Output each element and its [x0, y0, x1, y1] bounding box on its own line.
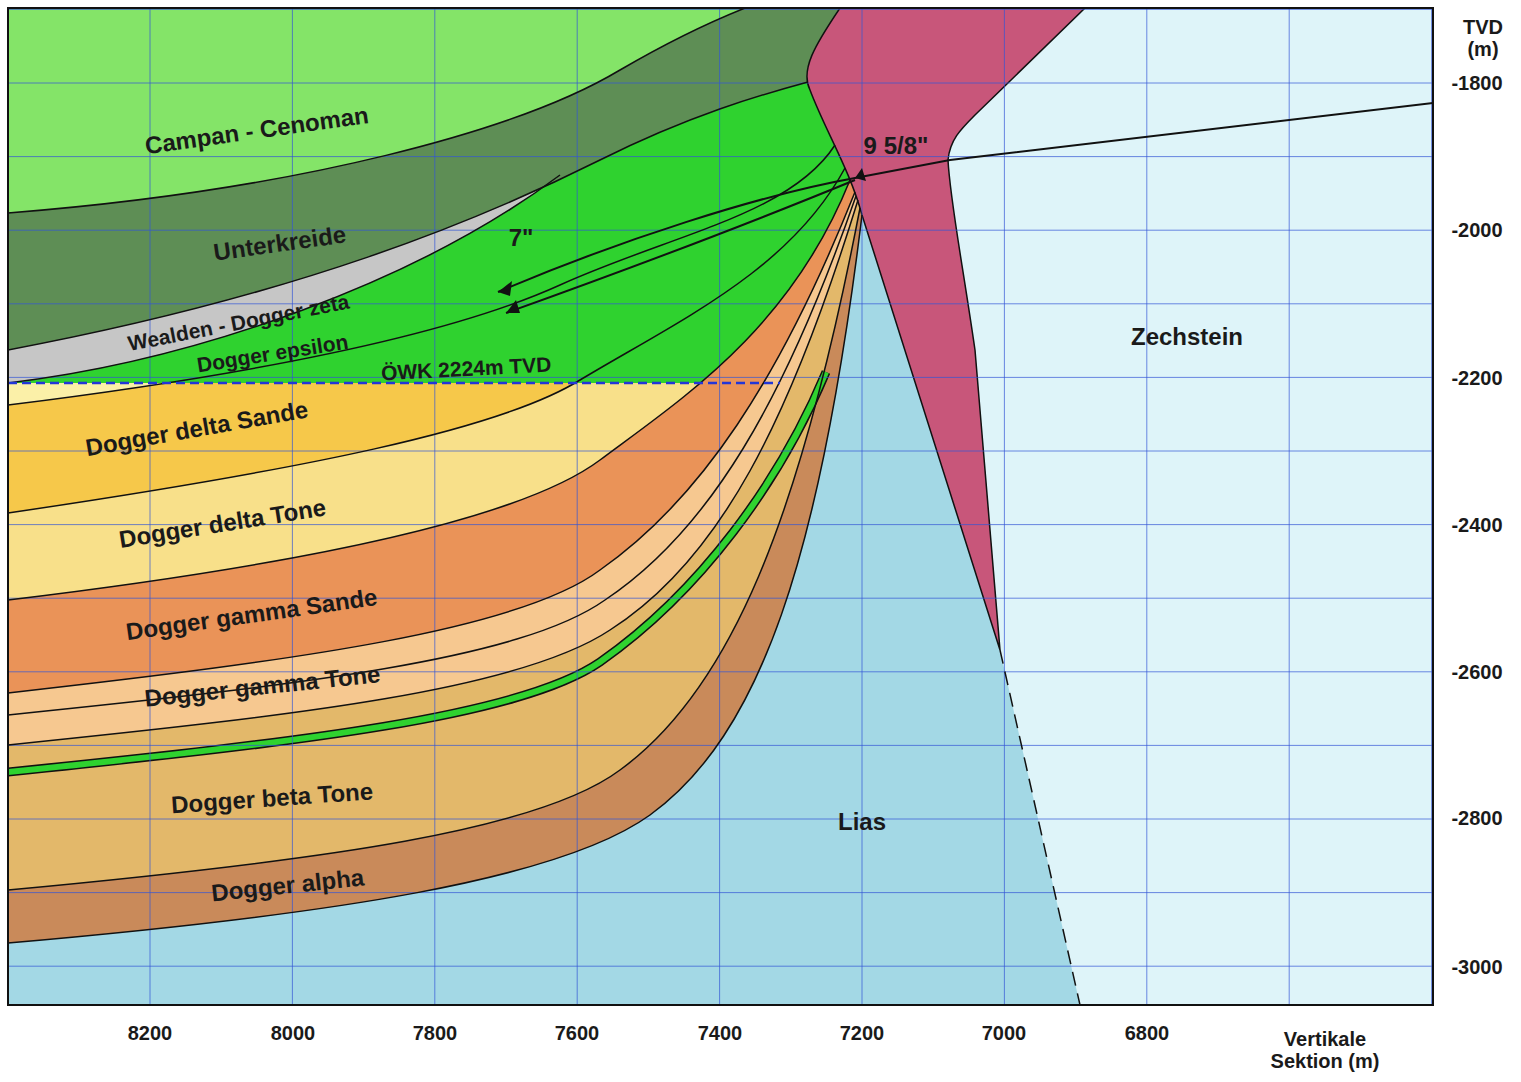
dogger-beta-fill	[8, 8, 900, 890]
grid-line	[1004, 8, 1005, 1005]
layer-boundaries	[8, 8, 1080, 1005]
grid-line	[8, 83, 1433, 84]
boundary	[8, 215, 862, 943]
grid-line	[434, 8, 435, 1005]
well-sidetrack	[506, 180, 855, 313]
axis-title: TVD (m)	[1458, 16, 1508, 60]
grid-line	[8, 671, 1433, 672]
tick-label: 8000	[271, 1022, 316, 1044]
grid-line	[8, 156, 1433, 157]
tick-label: 7000	[982, 1022, 1027, 1044]
gas-streak	[8, 372, 826, 772]
campan-fill	[8, 8, 745, 213]
boundary	[8, 196, 856, 715]
tick-label: 8200	[128, 1022, 173, 1044]
dogger-gamma-tone-fill	[8, 8, 900, 745]
tick-label: -2200	[1451, 367, 1502, 389]
tick-label: -2000	[1451, 219, 1502, 241]
tick-label: -3000	[1451, 956, 1502, 978]
tick-label: 7400	[698, 1022, 743, 1044]
boundary	[8, 168, 845, 513]
grid-line	[1146, 8, 1147, 1005]
casing-shoe	[498, 168, 866, 313]
gas-streak-outline	[8, 372, 826, 772]
casing-label: 9 5/8"	[864, 133, 929, 159]
grid-line	[8, 377, 1433, 378]
tick-label: 6800	[1125, 1022, 1170, 1044]
salt-wedge	[807, 8, 1085, 650]
tick-label: 7200	[840, 1022, 885, 1044]
layer-name: Lias	[838, 809, 895, 835]
zechstein-fill	[948, 8, 1433, 1005]
fault-dashed	[1000, 650, 1080, 1005]
casing-label: 7"	[509, 225, 534, 251]
grid-line	[8, 745, 1433, 746]
tick-label: 7600	[555, 1022, 600, 1044]
grid-line	[1431, 8, 1432, 1005]
layer-name: Zechstein	[1131, 324, 1252, 350]
boundary	[8, 192, 855, 693]
tick-label: 7800	[413, 1022, 458, 1044]
axis-title: Vertikale Sektion (m)	[1250, 1028, 1400, 1072]
grid-line	[1289, 8, 1290, 1005]
dogger-gamma-sande-fill	[8, 8, 900, 693]
grid-line	[8, 451, 1433, 452]
boundary	[8, 208, 860, 890]
layer-label: Lias	[834, 807, 899, 837]
lias-fill	[8, 8, 1433, 1005]
boundary	[8, 8, 745, 213]
boundary	[8, 180, 850, 600]
grid-line	[8, 230, 1433, 231]
tick-label: -1800	[1451, 72, 1502, 94]
boundary	[8, 82, 808, 350]
boundary	[8, 200, 858, 745]
boundary	[8, 145, 835, 405]
tick-label: -2400	[1451, 514, 1502, 536]
frame	[8, 8, 1433, 1005]
grid-line	[8, 9, 1433, 10]
grid-line	[719, 8, 720, 1005]
grid-line	[577, 8, 578, 1005]
boundary	[8, 175, 560, 383]
well-path	[498, 103, 1433, 313]
tick-label: -2800	[1451, 807, 1502, 829]
grid-line	[8, 598, 1433, 599]
grid-line	[862, 8, 863, 1005]
grid-line	[8, 966, 1433, 967]
grid	[8, 8, 1433, 1005]
grid-line	[8, 819, 1433, 820]
tick-label: -2600	[1451, 661, 1502, 683]
grid-line	[8, 303, 1433, 304]
layer-label: Zechstein	[1127, 322, 1256, 352]
gas-zone	[8, 8, 900, 383]
dogger-alpha-fill	[8, 8, 900, 943]
